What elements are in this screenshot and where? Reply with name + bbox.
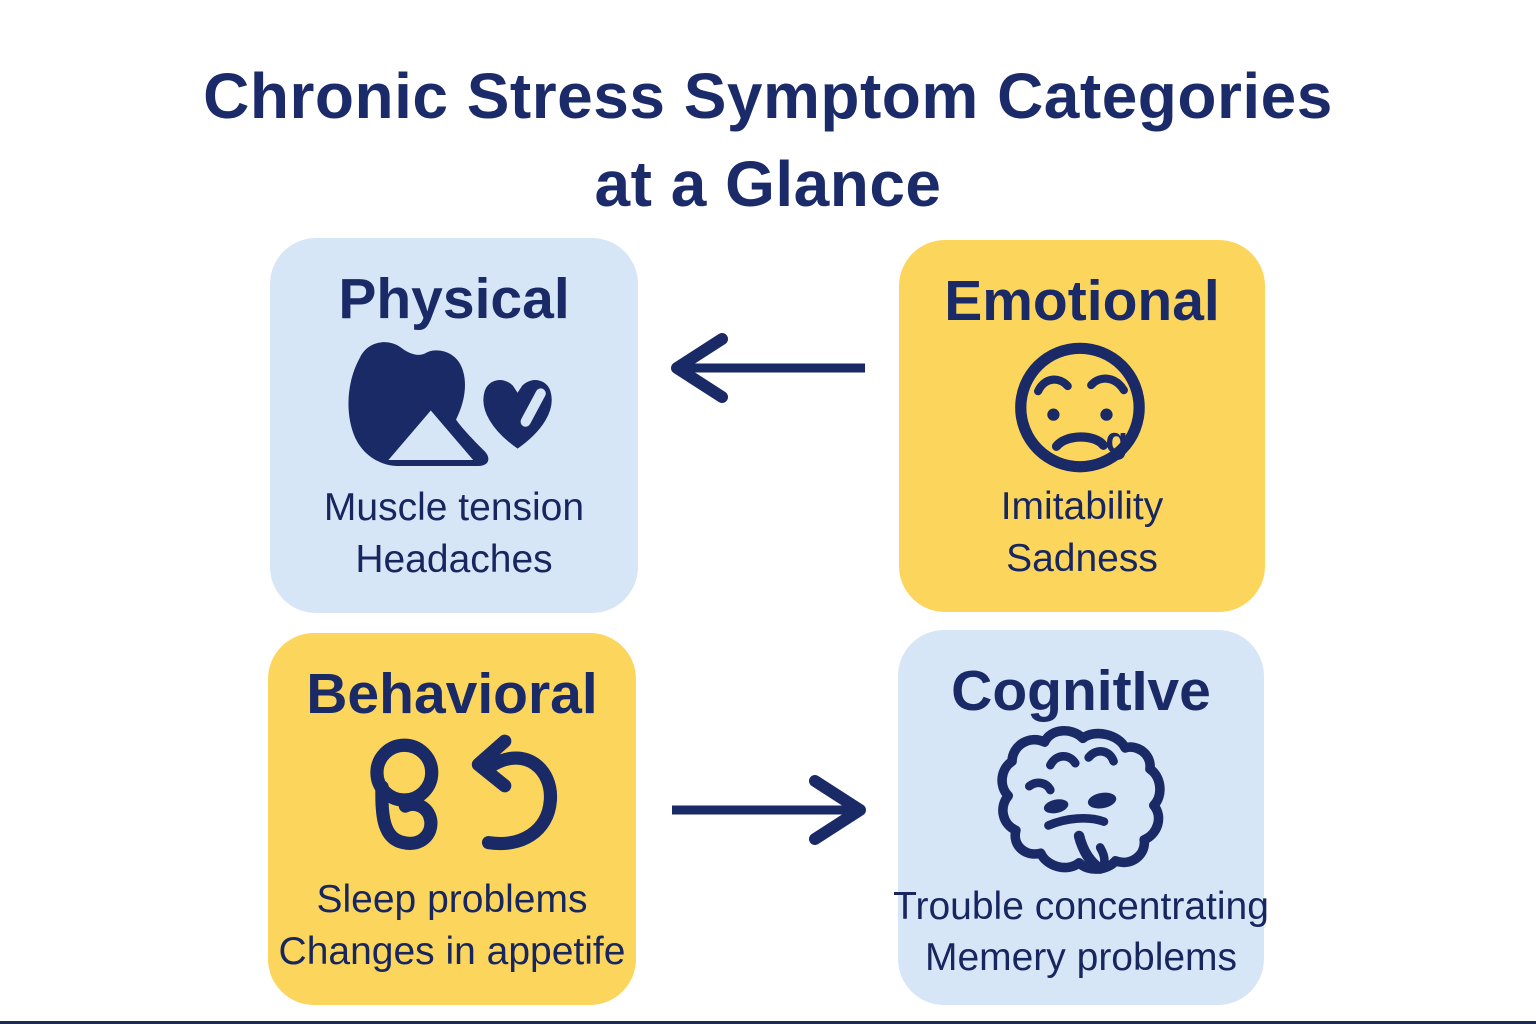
card-behavioral-symptoms: Sleep problems Changes in appetife [279,874,626,981]
card-cognitive-symptoms: Trouble concentrating Memery problems [893,881,1269,988]
card-emotional-label: Emotional [944,269,1220,333]
page-title-line2: at a Glance [594,148,942,221]
symptom-text: Changes in appetife [278,929,626,973]
card-emotional-symptoms: Imitability Sadness [1001,481,1164,588]
card-cognitive-label: CognitIve [951,659,1211,723]
sad-brain-icon [912,723,1250,881]
symptom-text: Memery problems [924,936,1238,980]
flexed-arm-heart-icon [284,331,624,482]
arrow-right-icon [662,770,877,850]
symptom-text: Trouble concentrating [893,884,1269,928]
symptom-text: Imitability [1000,485,1164,529]
symptom-text: Sadness [1006,536,1158,580]
symptom-text: Headaches [355,537,553,581]
symptom-text: Sleep problems [316,878,588,922]
card-cognitive: CognitIve Trouble concentrating Memery p… [893,630,1269,1005]
arrow-left-icon [660,328,875,408]
bottom-divider [0,1021,1536,1024]
card-behavioral-label: Behavioral [306,662,598,726]
card-emotional: Emotional g Imitability Sadness [899,240,1265,612]
card-physical: Physical Muscle tension Headaches [270,238,638,613]
card-behavioral: Behavioral Sleep problems Changes in app… [268,633,636,1005]
symptom-text: Muscle tension [323,486,585,530]
page-title-line1: Chronic Stress Symptom Categories [203,60,1333,132]
tear-glyph: g [1105,419,1127,460]
sad-face-tear-icon: g [913,333,1251,481]
card-physical-symptoms: Muscle tension Headaches [324,482,584,589]
page-title: Chronic Stress Symptom Categories at a G… [0,52,1536,229]
interlocked-loops-cycle-arrow-icon [282,726,622,874]
card-physical-label: Physical [338,267,570,331]
